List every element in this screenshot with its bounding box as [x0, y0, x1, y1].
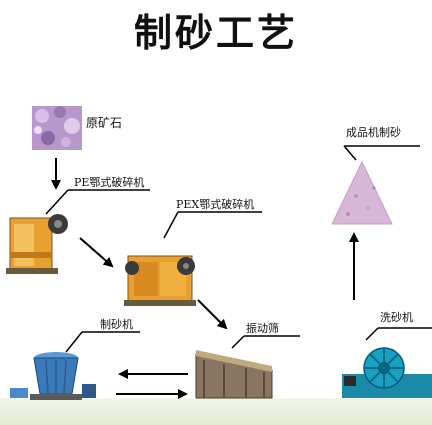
- page-title: 制砂工艺: [133, 10, 298, 55]
- pex-crusher-label: PEX鄂式破碎机: [176, 198, 255, 211]
- pe-crusher-image: [6, 214, 68, 274]
- raw-ore-image: [32, 106, 82, 150]
- screen-callout: [231, 335, 245, 349]
- finished-sand-callout: [343, 145, 357, 161]
- ground-strip: [0, 398, 432, 425]
- vibrating-screen-label: 振动筛: [246, 322, 279, 335]
- sand-washer-image: [342, 347, 432, 398]
- pex-crusher-image: [124, 255, 196, 306]
- vibrating-screen-image: [195, 350, 273, 399]
- finished-sand-image: [331, 160, 393, 225]
- sand-maker-label: 制砂机: [100, 318, 133, 331]
- sand-washer-label: 洗砂机: [380, 311, 413, 324]
- sand-washer-callout: [365, 327, 379, 341]
- pex-crusher-callout: [163, 211, 179, 239]
- sand-maker-callout: [65, 331, 83, 353]
- sand-maker-image: [10, 352, 96, 400]
- arrow-pe-to-pex: [79, 237, 114, 268]
- finished-sand-label: 成品机制砂: [346, 126, 401, 139]
- pe-crusher-label: PE鄂式破碎机: [74, 176, 145, 189]
- pe-crusher-callout: [45, 189, 69, 215]
- raw-ore-label: 原矿石: [86, 116, 123, 130]
- arrow-pex-to-screen: [197, 299, 228, 330]
